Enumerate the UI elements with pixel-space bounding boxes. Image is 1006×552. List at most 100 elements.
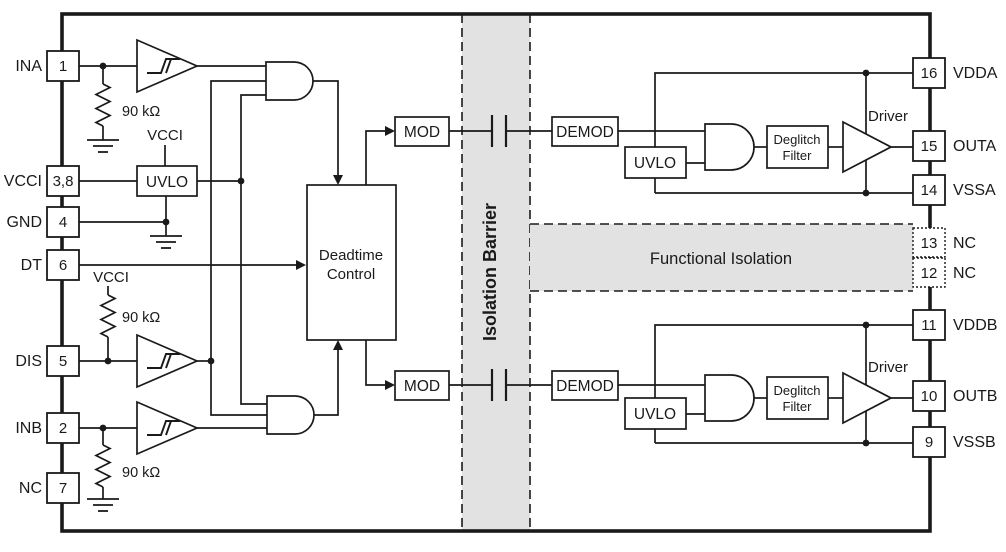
uvlo-b-label: UVLO <box>634 406 676 423</box>
pin-label-inb: INB <box>15 420 42 437</box>
pin-label-vdda: VDDA <box>953 65 998 82</box>
pin-label-vcci: VCCI <box>4 173 42 190</box>
deadtime-control-block <box>306 184 397 341</box>
pin-label-vssb: VSSB <box>953 434 996 451</box>
deadtime-label-line1: Deadtime <box>319 247 383 264</box>
isolation-barrier-fill <box>462 14 530 531</box>
deglitch-a-label-line2: Filter <box>783 148 813 163</box>
pin-box-vddb <box>912 309 946 341</box>
capacitor-a <box>490 115 508 147</box>
pin-box-dis <box>46 345 80 377</box>
pin-box-gnd <box>46 206 80 238</box>
pin-num-16: 16 <box>921 65 938 82</box>
mod-a-label: MOD <box>404 124 440 141</box>
pin-num-1: 1 <box>59 58 67 75</box>
pin-num-4: 4 <box>59 214 67 231</box>
uvlo-input-label: UVLO <box>146 174 188 191</box>
driver-a-triangle <box>842 120 893 174</box>
pin-box-vdda <box>912 57 946 89</box>
pin-label-nc12: NC <box>953 265 976 282</box>
driver-b-label: Driver <box>868 359 908 376</box>
functional-isolation-label: Functional Isolation <box>650 250 792 268</box>
pin-box-ina <box>46 50 80 82</box>
demod-a-label: DEMOD <box>556 124 614 141</box>
uvlo-a-block <box>624 146 687 179</box>
pin-num-2: 2 <box>59 420 67 437</box>
pin-box-vssb <box>912 426 946 458</box>
pin-num-10: 10 <box>921 388 938 405</box>
driver-a-label: Driver <box>868 108 908 125</box>
demod-b-label: DEMOD <box>556 378 614 395</box>
vcci-rail-label-a: VCCI <box>147 127 183 144</box>
deglitch-filter-b-block <box>766 376 829 420</box>
pin-label-outa: OUTA <box>953 138 997 155</box>
pin-num-7: 7 <box>59 480 67 497</box>
ground-inb <box>86 498 120 512</box>
deglitch-b-label-line1: Deglitch <box>774 383 821 398</box>
wire-dis-to-and-gates <box>210 80 267 416</box>
pin-box-inb <box>46 412 80 444</box>
wire-andb-to-deadtime <box>314 340 343 416</box>
pin-box-nc7 <box>46 472 80 504</box>
pin-num-12: 12 <box>921 265 938 282</box>
components <box>86 39 893 512</box>
uvlo-input-block <box>136 165 198 197</box>
ground-uvlo <box>149 235 183 249</box>
annotations: 90 kΩ 90 kΩ 90 kΩ VCCI VCCI UVLO Deadtim… <box>93 104 908 481</box>
pin-num-14: 14 <box>921 182 938 199</box>
and-gate-channel-b <box>266 395 315 435</box>
deglitch-a-label-line1: Deglitch <box>774 132 821 147</box>
pin-box-outb <box>912 380 946 412</box>
pin-label-vssa: VSSA <box>953 182 996 199</box>
functional-isolation-fill <box>530 224 913 291</box>
pin-label-outb: OUTB <box>953 388 997 405</box>
pin-num-6: 6 <box>59 257 67 274</box>
demod-b-block <box>551 370 619 401</box>
vcci-rail-label-dis: VCCI <box>93 269 129 286</box>
wire-anda-to-deadtime <box>313 80 343 185</box>
pin-box-nc13 <box>912 227 946 258</box>
pin-label-vddb: VDDB <box>953 317 997 334</box>
pin-box-dt <box>46 249 80 281</box>
schmitt-trigger-dis <box>136 334 198 388</box>
pin-box-outa <box>912 130 946 162</box>
pin-num-13: 13 <box>921 235 938 252</box>
mod-a-block <box>394 116 450 147</box>
resistor-value-ina: 90 kΩ <box>122 104 160 120</box>
resistor-ina-pulldown <box>95 83 111 127</box>
right-pins: 16 15 14 13 12 11 10 9 VDDA OUTA VSSA NC… <box>912 57 998 458</box>
pin-num-5: 5 <box>59 353 67 370</box>
junction-dots <box>99 62 870 447</box>
pin-label-nc7: NC <box>19 480 42 497</box>
left-pins: INA VCCI GND DT DIS INB NC 1 3,8 4 6 5 2… <box>4 50 80 504</box>
wire-uvlo-to-and-gates <box>240 94 267 405</box>
pin-box-nc12 <box>912 257 946 288</box>
deadtime-label-line2: Control <box>327 266 375 283</box>
wire-vddb-vssb-rails <box>654 324 913 444</box>
pin-label-nc13: NC <box>953 235 976 252</box>
pin-num-9: 9 <box>925 434 933 451</box>
wire-deadtime-to-moda <box>365 126 395 185</box>
pin-label-dt: DT <box>21 257 43 274</box>
pin-num-15: 15 <box>921 138 938 155</box>
capacitor-b <box>490 369 508 401</box>
mod-b-block <box>394 370 450 401</box>
demod-a-block <box>551 116 619 147</box>
pin-box-vssa <box>912 174 946 206</box>
pin-label-dis: DIS <box>15 353 42 370</box>
and-gate-output-a <box>704 123 755 171</box>
driver-b-triangle <box>842 371 893 425</box>
resistor-dis-pullup <box>100 294 116 338</box>
wire-deadtime-to-modb <box>365 340 395 390</box>
resistor-inb-pulldown <box>95 444 111 488</box>
pin-box-vcci <box>46 165 80 197</box>
functional-isolation-band <box>530 223 913 292</box>
isolation-barrier-band <box>461 14 531 531</box>
pin-num-11: 11 <box>921 317 937 334</box>
pin-num-38: 3,8 <box>53 173 74 190</box>
schmitt-trigger-inb <box>136 401 198 455</box>
wire-gnd <box>79 196 167 236</box>
uvlo-b-block <box>624 397 687 430</box>
